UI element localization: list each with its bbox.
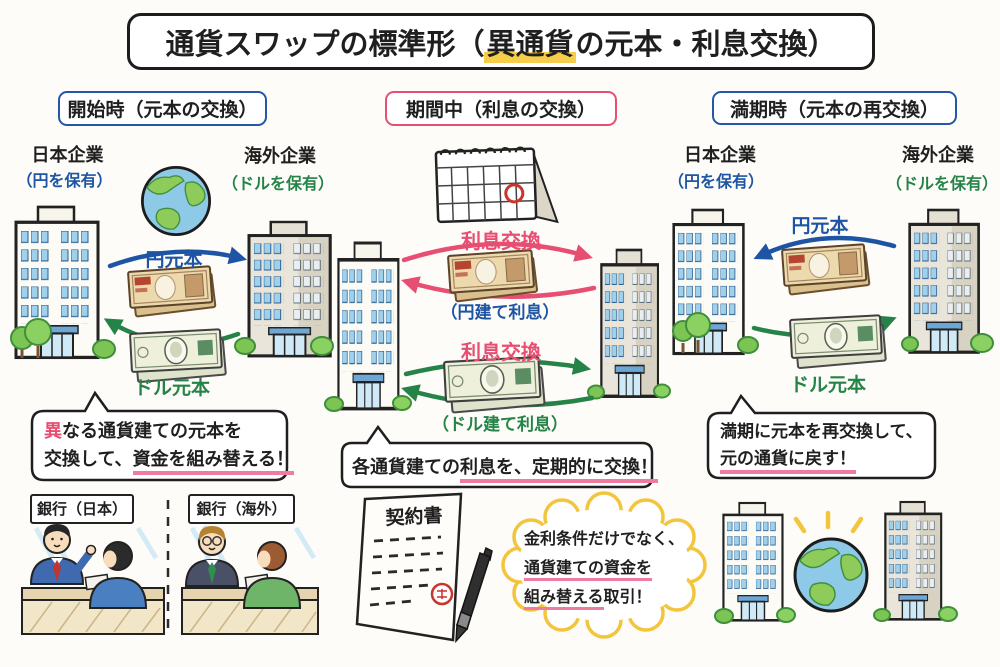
calendar-icon (434, 146, 559, 224)
start-japan-company-label: 日本企業 (31, 145, 104, 166)
bank-counter-scene-overseas (181, 524, 319, 635)
cloud-line3-rest: 取引！ (603, 587, 652, 606)
building-overseas-start (234, 220, 334, 358)
dollar-banknotes-icon (442, 355, 546, 414)
yen-banknotes-icon (446, 248, 539, 303)
title-highlight: 異通貨 (484, 20, 576, 63)
title-part2: の元本・利息交換） (575, 26, 837, 61)
cloud-text: 金利条件だけでなく、 通貨建ての資金を 組み替える取引！ (524, 524, 692, 611)
maturity-callout-line2-underline: 元の通貨に戻す！ (720, 449, 856, 474)
teller-overseas (184, 526, 240, 587)
section-header-during: 期間中（利息の交換） (385, 91, 617, 126)
bank-overseas-sign-label: 銀行（海外） (196, 500, 287, 518)
start-callout-line1: 異なる通貨建ての元本を (44, 418, 280, 446)
cloud-line1: 金利条件だけでなく、 (524, 529, 685, 548)
start-panel (10, 165, 334, 482)
yen-banknotes-icon (127, 265, 217, 318)
title-part1: 通貨スワップの標準形（ (165, 26, 485, 61)
start-yen-principal-label: 円元本 (145, 249, 203, 271)
contract-title: 契約書 (385, 504, 444, 530)
building-japan-start (10, 205, 116, 360)
maturity-callout-line2: 元の通貨に戻す！ (720, 446, 926, 474)
yen-banknotes-icon (781, 243, 871, 296)
bank-japan-sign: 銀行（日本） (30, 494, 134, 524)
cloud-line3-underline: 組み替える (524, 587, 604, 610)
cloud-line2-underline: 通貨建ての資金を (524, 558, 653, 581)
contract-icon (355, 492, 463, 642)
bank-overseas-sign: 銀行（海外） (188, 494, 295, 524)
pen-icon (455, 546, 493, 644)
maturity-overseas-company-label: 海外企業 (902, 145, 974, 166)
sparkle-icon (793, 510, 864, 534)
maturity-japan-company-label: 日本企業 (684, 145, 756, 166)
start-japan-holding-label: （円を保有） (16, 171, 113, 190)
speech-bubble-start (30, 390, 289, 482)
building-overseas-maturity (901, 208, 994, 354)
maturity-yen-principal-label: 円元本 (791, 215, 849, 237)
during-callout-pre: 各通貨建ての (352, 457, 460, 478)
start-overseas-holding-label: （ドルを保有） (222, 174, 335, 193)
arrow-yen-principal-return (753, 235, 897, 260)
during-callout-text: 各通貨建ての利息を、定期的に交換！ (352, 453, 658, 483)
section-header-maturity-label: 満期時（元本の再交換） (729, 98, 939, 121)
during-interest-exchange-dollar-label: 利息交換 (461, 340, 541, 364)
arrow-yen-principal-start (107, 246, 247, 269)
building-overseas-during (587, 248, 671, 400)
page-title: 通貨スワップの標準形（ 異通貨 の元本・利息交換） (127, 13, 875, 70)
maturity-callout-text: 満期に元本を再交換して、 元の通貨に戻す！ (720, 419, 926, 474)
bank-counter-scene-japan (21, 524, 165, 635)
start-dollar-principal-label: ドル元本 (134, 377, 211, 399)
bank-japan-sign-label: 銀行（日本） (36, 500, 127, 518)
start-callout-text: 異なる通貨建ての元本を 交換して、資金を組み替える！ (44, 418, 295, 475)
maturity-dollar-principal-label: ドル元本 (789, 374, 866, 396)
start-overseas-company-label: 海外企業 (244, 146, 316, 167)
seal-icon (430, 582, 454, 606)
start-callout-line2: 交換して、資金を組み替える！ (44, 446, 295, 475)
dollar-banknotes-icon (789, 314, 888, 370)
building (714, 501, 796, 624)
maturity-overseas-holding-label: （ドルを保有） (886, 174, 999, 193)
maturity-panel (672, 208, 994, 480)
during-panel (324, 146, 671, 489)
global-finance-illustration (714, 500, 958, 624)
cloud-line2: 通貨建ての資金を (524, 553, 692, 582)
globe-icon (140, 165, 212, 237)
during-interest-exchange-yen-label: 利息交換 (461, 229, 541, 253)
start-callout-line1-rest: なる通貨建ての元本を (62, 421, 242, 442)
maturity-callout-line1: 満期に元本を再交換して、 (720, 422, 923, 442)
cloud-line3: 組み替える取引！ (524, 582, 692, 611)
customer-japan (88, 541, 148, 609)
building-japan-during (324, 241, 412, 412)
section-header-start-label: 開始時（元本の交換） (67, 99, 258, 121)
speech-bubble-during (340, 424, 654, 489)
section-header-during-label: 期間中（利息の交換） (405, 99, 596, 121)
during-callout-underline: 利息を、定期的に交換！ (460, 457, 658, 483)
cloud-bubble (501, 491, 707, 639)
speech-bubble-maturity (706, 393, 937, 480)
customer-overseas (242, 541, 302, 609)
teller-japan (29, 524, 97, 585)
building-japan-maturity (672, 208, 759, 356)
start-callout-accent: 異 (44, 421, 62, 442)
globe-icon (793, 537, 869, 613)
section-header-maturity: 満期時（元本の再交換） (712, 91, 957, 125)
during-dollar-interest-label: （ドル建て利息） (432, 415, 568, 435)
arrow-yen-interest-out (401, 241, 593, 263)
maturity-japan-holding-label: （円を保有） (667, 172, 764, 191)
building (873, 500, 958, 622)
during-yen-interest-label: （円建て利息） (440, 303, 560, 323)
start-callout-line2-underline: 資金を組み替える！ (132, 449, 295, 475)
start-callout-line2-pre: 交換して、 (44, 449, 133, 470)
section-header-start: 開始時（元本の交換） (58, 91, 267, 126)
